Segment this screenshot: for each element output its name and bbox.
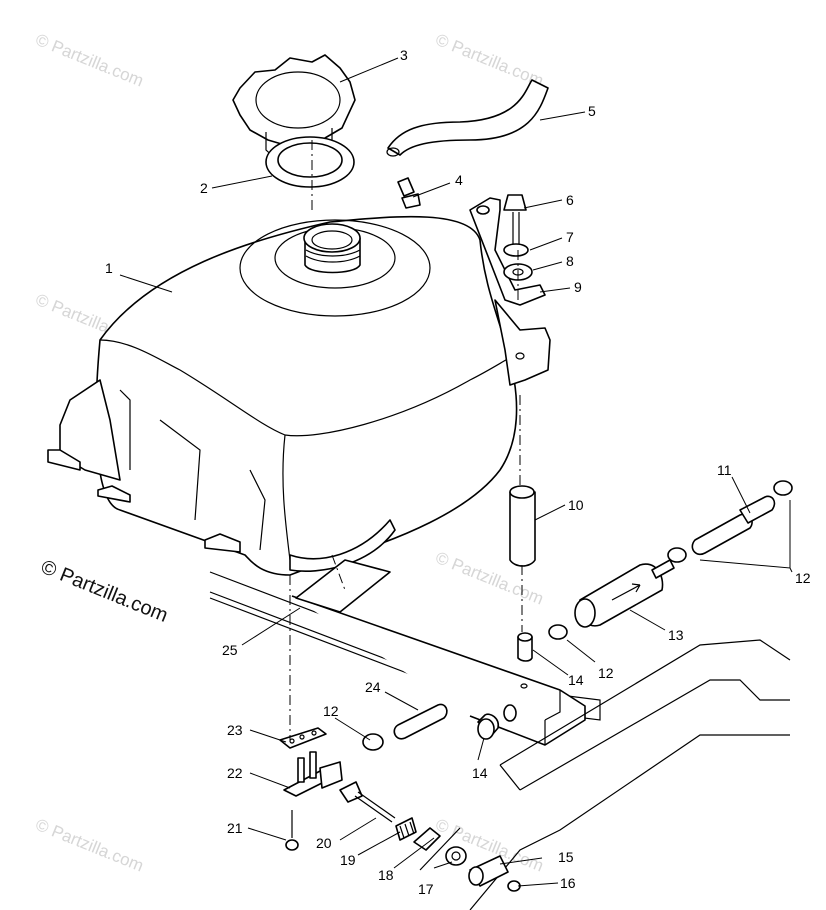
fuel-tank <box>47 215 518 576</box>
spacer <box>509 485 536 567</box>
hose-24 <box>393 703 448 740</box>
callout-18: 18 <box>378 867 394 883</box>
spring <box>395 817 417 841</box>
callout-10: 10 <box>568 497 584 513</box>
bushing-lower <box>477 713 500 740</box>
valve-bracket <box>279 727 327 749</box>
washer <box>413 827 441 851</box>
callout-23: 23 <box>227 722 243 738</box>
cap-gasket <box>265 136 355 188</box>
callout-7: 7 <box>566 229 574 245</box>
callout-12: 12 <box>323 703 339 719</box>
callout-12: 12 <box>795 570 811 586</box>
callout-24: 24 <box>365 679 381 695</box>
bolt-and-washers <box>503 194 533 281</box>
callout-17: 17 <box>418 881 434 897</box>
callout-20: 20 <box>316 835 332 851</box>
callout-6: 6 <box>566 192 574 208</box>
callout-labels: 1 2 3 4 5 6 7 8 9 10 11 12 12 12 13 14 1… <box>105 47 811 897</box>
fuel-valve <box>283 751 343 797</box>
callout-19: 19 <box>340 852 356 868</box>
o-ring <box>445 846 467 866</box>
callout-5: 5 <box>588 103 596 119</box>
fuel-cap <box>232 54 356 161</box>
alignment-lines <box>289 140 523 740</box>
callout-16: 16 <box>560 875 576 891</box>
vent-hose <box>386 79 549 157</box>
vent-fitting <box>397 177 421 209</box>
valve-screw <box>285 810 299 851</box>
callout-8: 8 <box>566 253 574 269</box>
callout-3: 3 <box>400 47 408 63</box>
callout-11: 11 <box>717 462 732 478</box>
callout-25: 25 <box>222 642 238 658</box>
fuel-filter <box>574 559 675 628</box>
bushing <box>517 632 533 662</box>
callout-1: 1 <box>105 260 113 276</box>
frame-rails <box>209 571 791 910</box>
callout-13: 13 <box>668 627 684 643</box>
callout-22: 22 <box>227 765 243 781</box>
hose-clamp <box>362 480 793 751</box>
callout-4: 4 <box>455 172 463 188</box>
callout-21: 21 <box>227 820 243 836</box>
callout-9: 9 <box>574 279 582 295</box>
callout-15: 15 <box>558 849 574 865</box>
tank-mount-bracket <box>469 197 551 386</box>
tank-pad <box>295 559 391 613</box>
callout-14: 14 <box>472 765 488 781</box>
valve-lever <box>339 781 396 823</box>
leader-lines <box>119 57 793 887</box>
callout-14: 14 <box>568 672 584 688</box>
callout-12: 12 <box>598 665 614 681</box>
valve-knob <box>468 855 509 887</box>
fuel-line <box>691 495 776 556</box>
callout-2: 2 <box>200 180 208 196</box>
